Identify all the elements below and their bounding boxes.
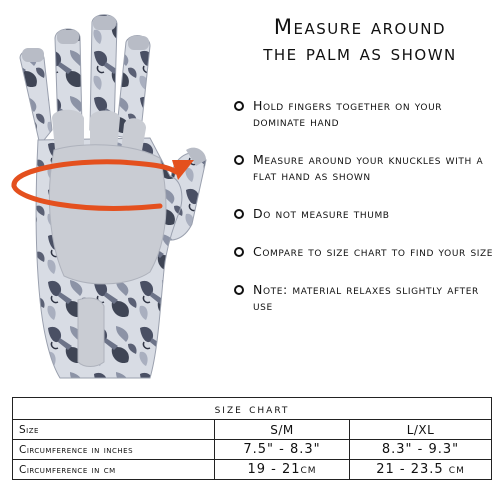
- table-caption-row: size chart: [11, 397, 493, 420]
- cell-value: 7.5" - 8.3": [214, 439, 350, 460]
- instruction-item: Measure around your knuckles with a flat…: [234, 152, 496, 184]
- instruction-item: Do not measure thumb: [234, 206, 496, 222]
- instruction-item: Note: material relaxes slightly after us…: [234, 282, 496, 314]
- table-header-row: Size S/M L/XL: [12, 419, 493, 440]
- bullet-circle-icon: [234, 247, 244, 257]
- bullet-circle-icon: [234, 209, 244, 219]
- title-line-1: Measure around: [273, 15, 447, 39]
- glove-shape: [19, 14, 207, 379]
- instruction-text: Compare to size chart to find your size: [253, 244, 494, 259]
- instruction-text: Hold fingers together on your dominate h…: [253, 98, 443, 129]
- bullet-circle-icon: [234, 101, 244, 111]
- title-line-2: the palm as shown: [263, 41, 457, 65]
- instruction-text: Do not measure thumb: [253, 206, 390, 221]
- cell-value: 8.3" - 9.3": [348, 439, 493, 460]
- instruction-text: Note: material relaxes slightly after us…: [253, 282, 479, 313]
- instruction-list: Hold fingers together on your dominate h…: [234, 98, 496, 314]
- glove-image: [0, 0, 225, 382]
- instruction-item: Hold fingers together on your dominate h…: [234, 98, 496, 130]
- page-title: Measure around the palm as shown: [222, 14, 498, 66]
- instruction-text: Measure around your knuckles with a flat…: [253, 152, 484, 183]
- size-chart-caption: size chart: [11, 397, 493, 420]
- header-lxl: L/XL: [348, 419, 493, 440]
- table-row: Circumference in cm 19 - 21cm 21 - 23.5 …: [12, 459, 493, 480]
- cell-value: 19 - 21cm: [214, 459, 350, 480]
- cell-value: 21 - 23.5 cm: [348, 459, 493, 480]
- row-label: Circumference in cm: [12, 459, 215, 480]
- row-label: Circumference in inches: [12, 439, 215, 460]
- instruction-item: Compare to size chart to find your size: [234, 244, 496, 260]
- header-sm: S/M: [214, 419, 350, 440]
- table-row: Circumference in inches 7.5" - 8.3" 8.3"…: [12, 439, 493, 460]
- bullet-circle-icon: [234, 285, 244, 295]
- measure-arrow-icon: [11, 159, 194, 211]
- size-chart-table: size chart Size S/M L/XL Circumference i…: [11, 397, 493, 480]
- bullet-circle-icon: [234, 155, 244, 165]
- header-size: Size: [12, 419, 215, 440]
